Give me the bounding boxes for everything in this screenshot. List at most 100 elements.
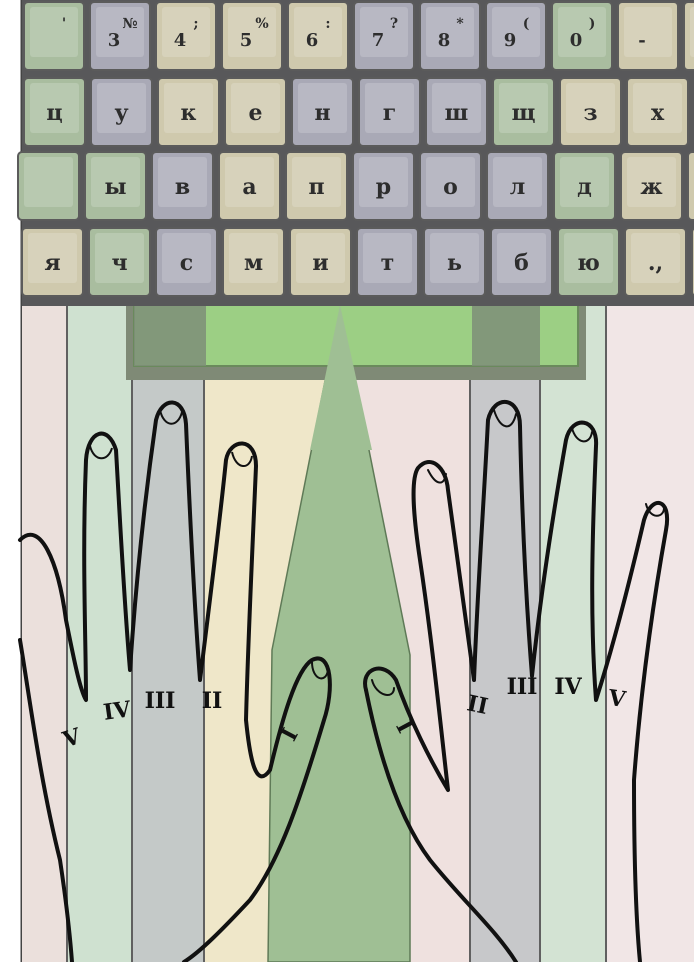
key-label: 8 bbox=[438, 30, 451, 51]
key: с bbox=[156, 228, 217, 296]
spacebar-right-shade bbox=[472, 304, 540, 366]
finger-label-left-3: III bbox=[145, 688, 176, 714]
finger-label-left-2: II bbox=[202, 688, 223, 714]
keyboard: '3№4;5%6:7?8*9(0)-цукенгшщзхывапролджэяч… bbox=[18, 0, 694, 306]
key bbox=[684, 2, 694, 70]
key: д bbox=[554, 152, 615, 220]
finger-label-right-4: IV bbox=[554, 674, 582, 700]
key-top bbox=[24, 157, 73, 207]
key: п bbox=[286, 152, 347, 220]
key: ' bbox=[24, 2, 84, 70]
key: а bbox=[219, 152, 280, 220]
key-label: 9 bbox=[504, 30, 517, 51]
key: о bbox=[420, 152, 481, 220]
key-label: р bbox=[376, 174, 391, 200]
key: ш bbox=[426, 78, 487, 146]
key-label: 7 bbox=[372, 30, 385, 51]
key-label: в bbox=[175, 174, 190, 200]
key-label: 4 bbox=[174, 30, 187, 51]
key-label: е bbox=[249, 100, 263, 126]
key-top bbox=[690, 7, 694, 57]
spacebar-left-shade bbox=[134, 304, 206, 366]
key: 8* bbox=[420, 2, 480, 70]
key-label: х bbox=[651, 100, 665, 126]
key: м bbox=[223, 228, 284, 296]
key-top bbox=[624, 7, 672, 57]
key: 6: bbox=[288, 2, 348, 70]
key: 5% bbox=[222, 2, 282, 70]
key: б bbox=[491, 228, 552, 296]
zone-right-ring bbox=[540, 300, 606, 962]
key-label: у bbox=[114, 100, 128, 126]
key-shift-label: ? bbox=[390, 16, 398, 32]
key-shift-label: ' bbox=[62, 16, 66, 32]
key-shift-label: ( bbox=[523, 16, 530, 32]
key: е bbox=[225, 78, 286, 146]
key-shift-label: № bbox=[122, 16, 137, 32]
key: 0) bbox=[552, 2, 612, 70]
key: н bbox=[292, 78, 353, 146]
key: 3№ bbox=[90, 2, 150, 70]
key: 7? bbox=[354, 2, 414, 70]
key: в bbox=[152, 152, 213, 220]
key: г bbox=[359, 78, 420, 146]
key-label: ь bbox=[447, 250, 462, 276]
key: - bbox=[618, 2, 678, 70]
key-shift-label: * bbox=[456, 16, 464, 32]
key-label: д bbox=[577, 174, 592, 200]
key-label: 3 bbox=[108, 30, 121, 51]
key-label: 5 bbox=[240, 30, 253, 51]
key: ж bbox=[621, 152, 682, 220]
key-label: б bbox=[514, 250, 529, 276]
key: т bbox=[357, 228, 418, 296]
key-label: ы bbox=[104, 174, 126, 200]
key-label: г bbox=[383, 100, 396, 126]
key-label: ., bbox=[648, 250, 663, 276]
key: х bbox=[627, 78, 688, 146]
key: э bbox=[688, 152, 694, 220]
finger-label-left-4: IV bbox=[102, 696, 134, 726]
key-label: з bbox=[583, 100, 597, 126]
key: ч bbox=[89, 228, 150, 296]
key: ы bbox=[85, 152, 146, 220]
key-label: я bbox=[44, 250, 60, 276]
key-cap bbox=[688, 152, 694, 220]
key-shift-label: : bbox=[325, 16, 330, 32]
zone-left-middle bbox=[132, 300, 204, 962]
key-label: л bbox=[510, 174, 526, 200]
key-shift-label: ; bbox=[193, 16, 198, 32]
key-label: 6 bbox=[306, 30, 319, 51]
key-label: ш bbox=[445, 100, 469, 126]
key-label: ю bbox=[577, 250, 600, 276]
key: 4; bbox=[156, 2, 216, 70]
key-top bbox=[30, 7, 78, 57]
key-label: ц bbox=[46, 100, 62, 126]
key: ю bbox=[558, 228, 619, 296]
key: ц bbox=[24, 78, 85, 146]
key-label: т bbox=[381, 250, 395, 276]
key-label: м bbox=[244, 250, 263, 276]
key: л bbox=[487, 152, 548, 220]
key-label: н bbox=[314, 100, 330, 126]
key: я bbox=[22, 228, 83, 296]
zone-left-ring bbox=[67, 300, 132, 962]
key: у bbox=[91, 78, 152, 146]
key bbox=[18, 152, 79, 220]
key-label: 0 bbox=[570, 30, 583, 51]
key: ., bbox=[625, 228, 686, 296]
key-label: п bbox=[308, 174, 324, 200]
key-label: о bbox=[443, 174, 458, 200]
key-label: а bbox=[242, 174, 256, 200]
key-label: - bbox=[638, 30, 645, 51]
key-label: к bbox=[181, 100, 197, 126]
key-label: щ bbox=[512, 100, 536, 126]
key-label: с bbox=[180, 250, 193, 276]
key: з bbox=[560, 78, 621, 146]
key: к bbox=[158, 78, 219, 146]
key-shift-label: ) bbox=[589, 16, 596, 32]
key: р bbox=[353, 152, 414, 220]
key: и bbox=[290, 228, 351, 296]
key-shift-label: % bbox=[255, 16, 268, 32]
finger-label-right-3: III bbox=[507, 674, 538, 700]
